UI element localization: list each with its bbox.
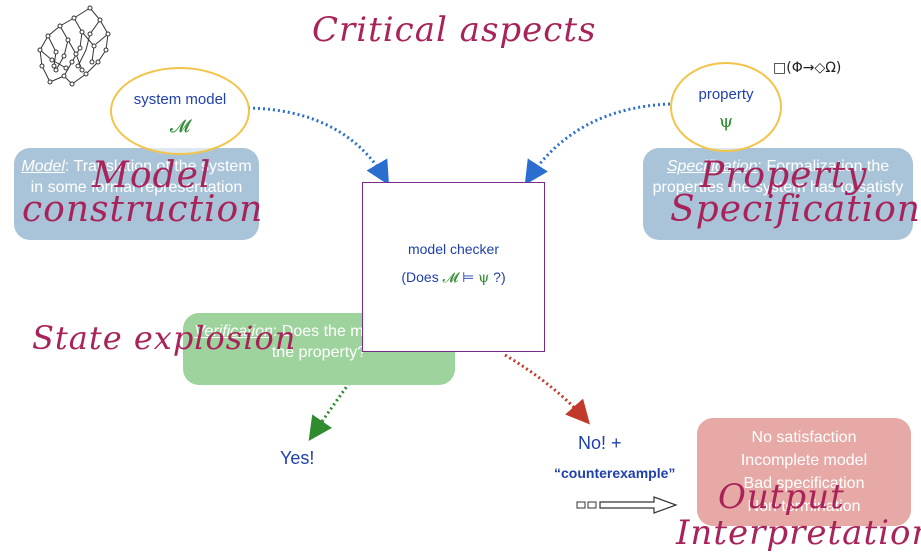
output-box: No satisfaction Incomplete model Bad spe… — [697, 418, 911, 526]
no-label: No! + — [578, 433, 622, 453]
question-models-symbol: ⊨ — [458, 269, 479, 285]
model-checker-box: model checker (Does 𝓜 ⊨ ψ ?) — [362, 182, 545, 352]
system-model-label: system model — [133, 91, 227, 108]
property-symbol: ψ — [718, 111, 734, 132]
output-line: Bad specification — [743, 475, 865, 492]
aspect-model-construction-line2: construction — [22, 189, 264, 230]
question-psi-symbol: ψ — [478, 270, 490, 286]
output-line: Non termination — [747, 498, 861, 515]
model-box: Model: Translation of the system in some… — [14, 148, 259, 240]
arrow-model-to-checker — [247, 106, 390, 186]
ltl-formula: □(Φ→◇Ω) — [773, 60, 842, 76]
system-model-symbol: 𝓜 — [169, 116, 191, 137]
question-model-symbol: 𝓜 — [442, 270, 459, 286]
question-prefix: (Does — [401, 269, 443, 285]
aspect-output-line2: Interpretation — [676, 513, 921, 553]
aspect-output-line1: Output — [718, 477, 845, 517]
verification-box-lead: Verification — [194, 323, 273, 340]
model-box-text: : Translation of the system in some form… — [30, 158, 252, 196]
spec-box: Specification: Formalization the propert… — [643, 148, 913, 240]
arrow-property-to-checker — [524, 102, 671, 186]
arrow-checker-to-no — [504, 353, 590, 425]
spec-box-lead: Specification — [666, 158, 758, 175]
model-checker-label: model checker — [407, 241, 500, 257]
model-checker-question: (Does 𝓜 ⊨ ψ ?) — [363, 269, 544, 286]
output-line: Incomplete model — [740, 452, 868, 469]
page-title: Critical aspects — [312, 10, 597, 50]
property-label: property — [698, 86, 754, 103]
system-model-ellipse: system model 𝓜 — [110, 67, 250, 155]
aspect-property-spec-line2: Specification — [670, 189, 921, 230]
model-box-lead: Model — [21, 158, 65, 175]
question-suffix: ?) — [489, 269, 506, 285]
property-ellipse: property ψ — [670, 62, 782, 152]
lattice-drawing — [37, 5, 111, 87]
hollow-arrow-icon — [576, 496, 678, 514]
aspect-property-spec-line1: Property — [700, 155, 868, 196]
counterexample-label: “counterexample” — [554, 465, 676, 481]
yes-label: Yes! — [280, 448, 315, 468]
spec-box-text: : Formalization the properties the syste… — [652, 158, 904, 196]
aspect-model-construction-line1: Model — [92, 155, 212, 196]
output-line: No satisfaction — [751, 429, 857, 446]
aspect-state-explosion: State explosion — [32, 319, 297, 357]
